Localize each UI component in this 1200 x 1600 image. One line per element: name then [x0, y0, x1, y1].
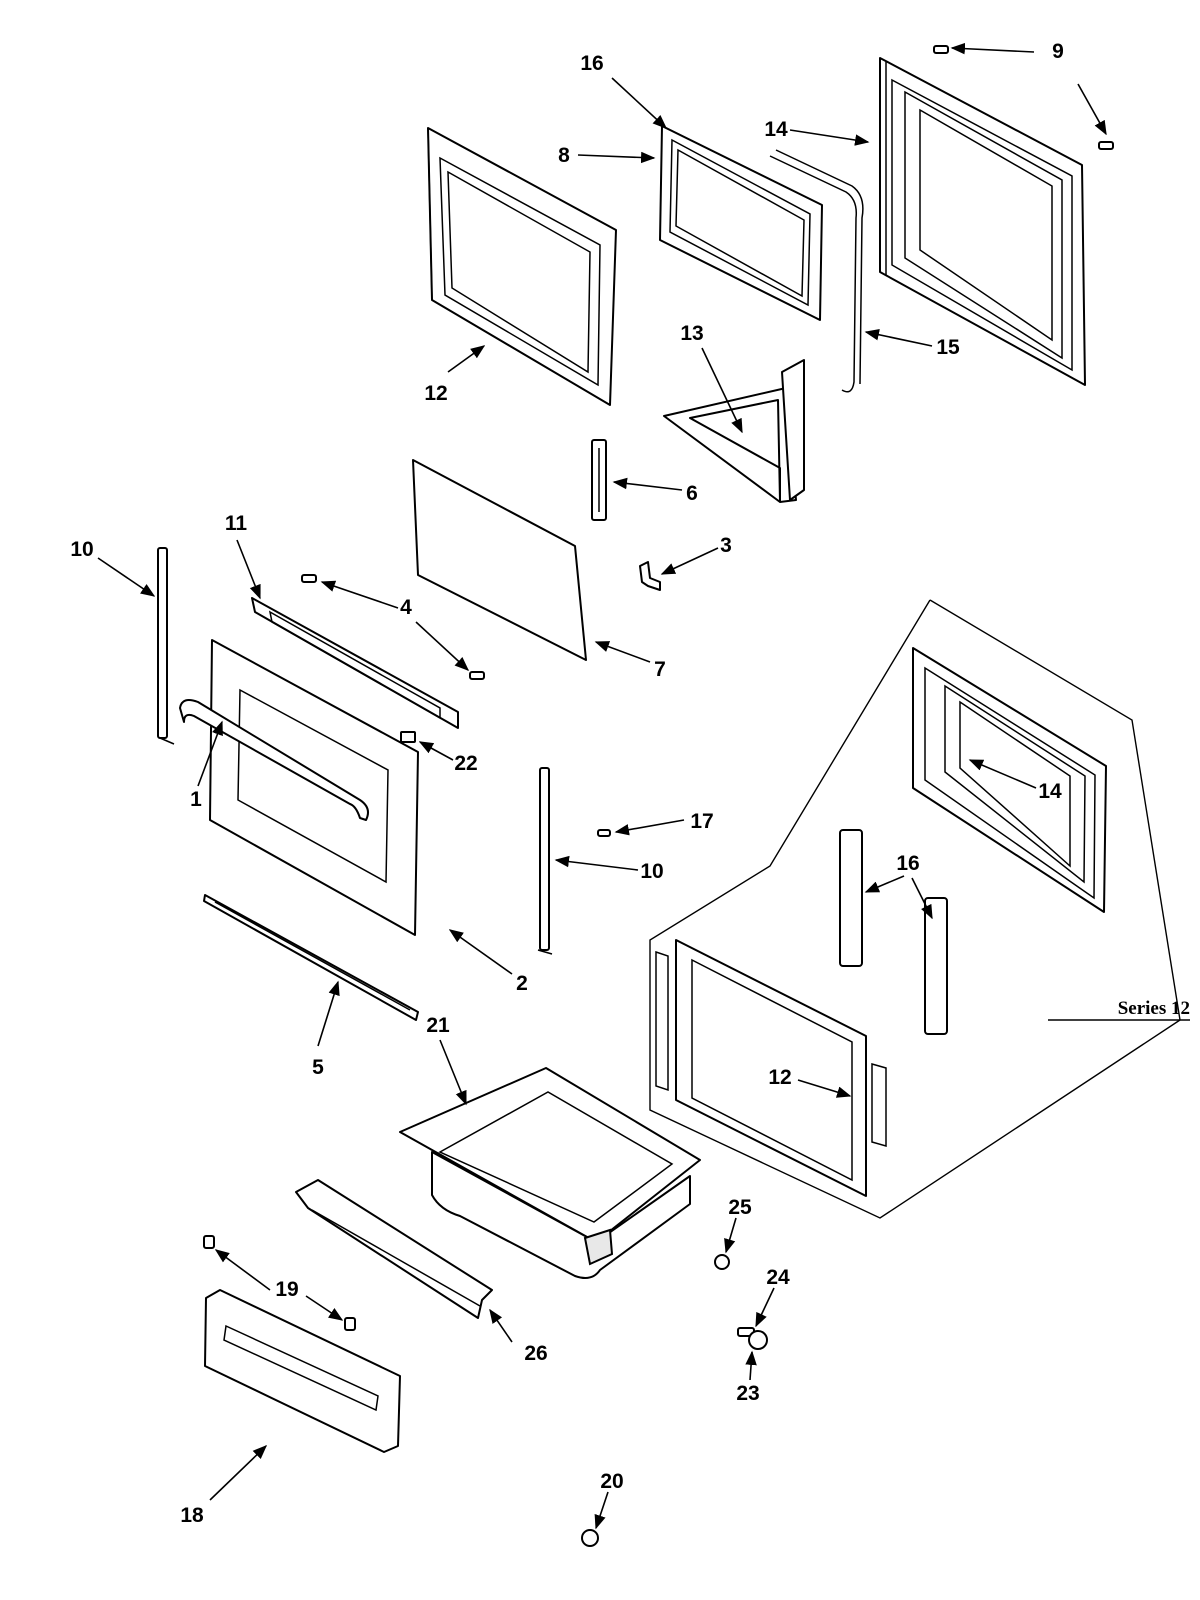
callout-18: 18: [180, 1504, 204, 1527]
callout-6: 6: [686, 482, 698, 505]
hinge-support: [591, 439, 607, 521]
callout-2: 2: [516, 972, 528, 995]
callout-17: 17: [690, 810, 713, 833]
callout-14-top: 14: [764, 118, 788, 141]
inset-strip-b: [924, 897, 948, 1035]
callout-8: 8: [558, 144, 570, 167]
callout-labels: 16 8 9 14 15 12 13 6 3 7 4 11 10 22 1 17…: [70, 40, 1190, 1527]
top-trim-rail: [251, 597, 459, 729]
side-trim-left: [157, 547, 175, 745]
drawer-tub: [399, 1067, 701, 1279]
callout-14-inset: 14: [1038, 780, 1062, 803]
callout-5: 5: [312, 1056, 324, 1079]
window-frame: [659, 125, 823, 321]
callout-1: 1: [190, 788, 202, 811]
callout-23: 23: [736, 1382, 759, 1405]
outer-door-panel: [209, 639, 419, 936]
callout-13: 13: [680, 322, 703, 345]
bottom-door-trim: [203, 894, 419, 1021]
callout-12-top: 12: [424, 382, 447, 405]
drawer-rail: [295, 1179, 493, 1319]
side-trim-right: [537, 767, 553, 955]
nut-25: [714, 1254, 730, 1270]
door-badge: [400, 731, 416, 743]
screw-19-a: [203, 1235, 215, 1249]
screw-9-top: [933, 45, 949, 54]
drawer-front: [204, 1289, 401, 1453]
inset-strip-a: [839, 829, 863, 967]
callout-22: 22: [454, 752, 477, 775]
screw-9-bottom: [1098, 141, 1114, 150]
callout-25: 25: [728, 1196, 752, 1219]
callout-10-right: 10: [640, 860, 663, 883]
callout-16-inset: 16: [896, 852, 919, 875]
insulation-bracket: [663, 359, 805, 503]
clip: [639, 561, 661, 591]
callout-9: 9: [1052, 40, 1064, 63]
callout-3: 3: [720, 534, 732, 557]
callout-16-top: 16: [580, 52, 603, 75]
callout-21: 21: [426, 1014, 450, 1037]
callout-19: 19: [275, 1278, 298, 1301]
inner-door-panel: [427, 127, 617, 406]
series-label: Series 12: [1118, 998, 1190, 1019]
door-handle: [179, 699, 369, 821]
callout-11: 11: [225, 512, 248, 535]
door-liner: [879, 57, 1086, 386]
callout-12-inset: 12: [768, 1066, 791, 1089]
inset-door-liner: [912, 647, 1107, 913]
screw-19-b: [344, 1317, 356, 1331]
glass-panel: [412, 459, 587, 661]
callout-15: 15: [936, 336, 960, 359]
callout-24: 24: [766, 1266, 790, 1289]
leader-lines: [97, 42, 1107, 1530]
callout-10-left: 10: [70, 538, 93, 561]
callout-20: 20: [600, 1470, 623, 1493]
leveling-leg: [737, 1327, 768, 1350]
callout-4: 4: [400, 596, 412, 619]
nut-20: [581, 1529, 599, 1547]
series-12-inset: [649, 599, 1190, 1219]
door-gasket: [769, 149, 864, 393]
callout-26: 26: [524, 1342, 547, 1365]
screw-17: [597, 829, 611, 837]
screw-4-a: [301, 574, 317, 583]
inset-door-panel: [655, 939, 887, 1197]
callout-7: 7: [654, 658, 666, 681]
screw-4-b: [469, 671, 485, 680]
